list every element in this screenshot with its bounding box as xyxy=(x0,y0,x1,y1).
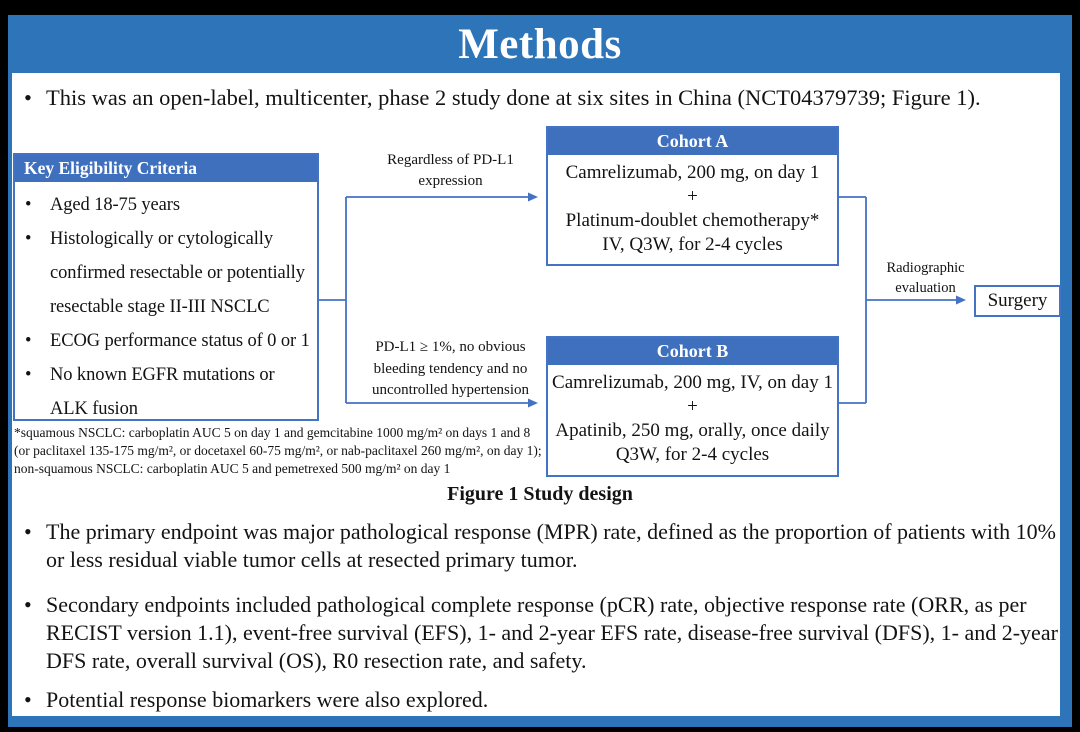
slide-title-bar: Methods xyxy=(8,15,1072,73)
radiographic-evaluation-label: Radiographic evaluation xyxy=(886,260,965,296)
methods-slide: Methods • This was an open-label, multic… xyxy=(8,15,1072,727)
cohort-a-body: Camrelizumab, 200 mg, on day 1 + Platinu… xyxy=(548,155,837,257)
intro-bullet-text: This was an open-label, multicenter, pha… xyxy=(46,85,981,110)
slide-border-bottom xyxy=(8,716,1072,727)
cohort-b-box: Cohort B Camrelizumab, 200 mg, IV, on da… xyxy=(546,336,839,477)
eligibility-item: • No known EGFR mutations or ALK fusion xyxy=(22,358,315,426)
eligibility-item: • Aged 18-75 years xyxy=(22,188,315,222)
primary-endpoint-bullet: • The primary endpoint was major patholo… xyxy=(20,518,1060,574)
eligibility-header: Key Eligibility Criteria xyxy=(15,155,317,182)
cohort-b-line: Camrelizumab, 200 mg, IV, on day 1 xyxy=(552,372,833,393)
plus-sign: + xyxy=(687,186,698,207)
cohort-a-header: Cohort A xyxy=(548,128,837,155)
eligibility-list: • Aged 18-75 years • Histologically or c… xyxy=(15,182,317,426)
cohort-a-box: Cohort A Camrelizumab, 200 mg, on day 1 … xyxy=(546,126,839,266)
branch-label-bottom: PD-L1 ≥ 1%, no obvious bleeding tendency… xyxy=(371,339,530,398)
cohort-b-line: Q3W, for 2-4 cycles xyxy=(615,444,770,465)
slide-border-right xyxy=(1060,73,1072,727)
cohort-a-line: IV, Q3W, for 2-4 cycles xyxy=(602,234,783,255)
primary-endpoint-text: The primary endpoint was major pathologi… xyxy=(46,519,1056,572)
eligibility-item-text: Histologically or cytologically confirme… xyxy=(50,229,305,317)
cohort-a-line: Camrelizumab, 200 mg, on day 1 xyxy=(565,162,820,183)
cohort-a-line: Platinum-doublet chemotherapy* xyxy=(565,210,820,231)
bullet-dot: • xyxy=(25,195,32,215)
eligibility-item: • Histologically or cytologically confir… xyxy=(22,222,315,324)
cohort-b-body: Camrelizumab, 200 mg, IV, on day 1 + Apa… xyxy=(548,365,837,467)
bullet-dot: • xyxy=(24,592,32,617)
figure-footnote: *squamous NSCLC: carboplatin AUC 5 on da… xyxy=(14,425,542,476)
bullet-dot: • xyxy=(25,331,32,351)
slide-border-left xyxy=(8,73,12,727)
slide-title: Methods xyxy=(458,20,622,68)
bullet-dot: • xyxy=(24,519,32,544)
eligibility-item-text: ECOG performance status of 0 or 1 xyxy=(50,331,310,351)
figure-caption: Figure 1 Study design xyxy=(447,483,633,505)
biomarkers-bullet: • Potential response biomarkers were als… xyxy=(20,686,1060,714)
cohort-b-line: Apatinib, 250 mg, orally, once daily xyxy=(555,420,830,441)
branch-label-top: Regardless of PD-L1 expression xyxy=(387,152,514,189)
bullet-dot: • xyxy=(24,687,32,712)
bullet-dot: • xyxy=(25,229,32,249)
secondary-endpoints-text: Secondary endpoints included pathologica… xyxy=(46,592,1058,673)
bullet-dot: • xyxy=(24,85,32,110)
biomarkers-text: Potential response biomarkers were also … xyxy=(46,687,489,712)
plus-sign: + xyxy=(687,396,698,417)
eligibility-box: Key Eligibility Criteria • Aged 18-75 ye… xyxy=(13,153,319,421)
eligibility-item-text: Aged 18-75 years xyxy=(50,195,180,215)
cohort-b-header: Cohort B xyxy=(548,338,837,365)
flow-connectors xyxy=(318,192,966,408)
intro-bullet: • This was an open-label, multicenter, p… xyxy=(20,83,1060,113)
eligibility-item-text: No known EGFR mutations or ALK fusion xyxy=(50,365,275,419)
bullet-dot: • xyxy=(25,365,32,385)
eligibility-item: • ECOG performance status of 0 or 1 xyxy=(22,324,315,358)
surgery-label: Surgery xyxy=(987,290,1048,311)
secondary-endpoints-bullet: • Secondary endpoints included pathologi… xyxy=(20,591,1060,675)
surgery-box: Surgery xyxy=(974,285,1061,317)
